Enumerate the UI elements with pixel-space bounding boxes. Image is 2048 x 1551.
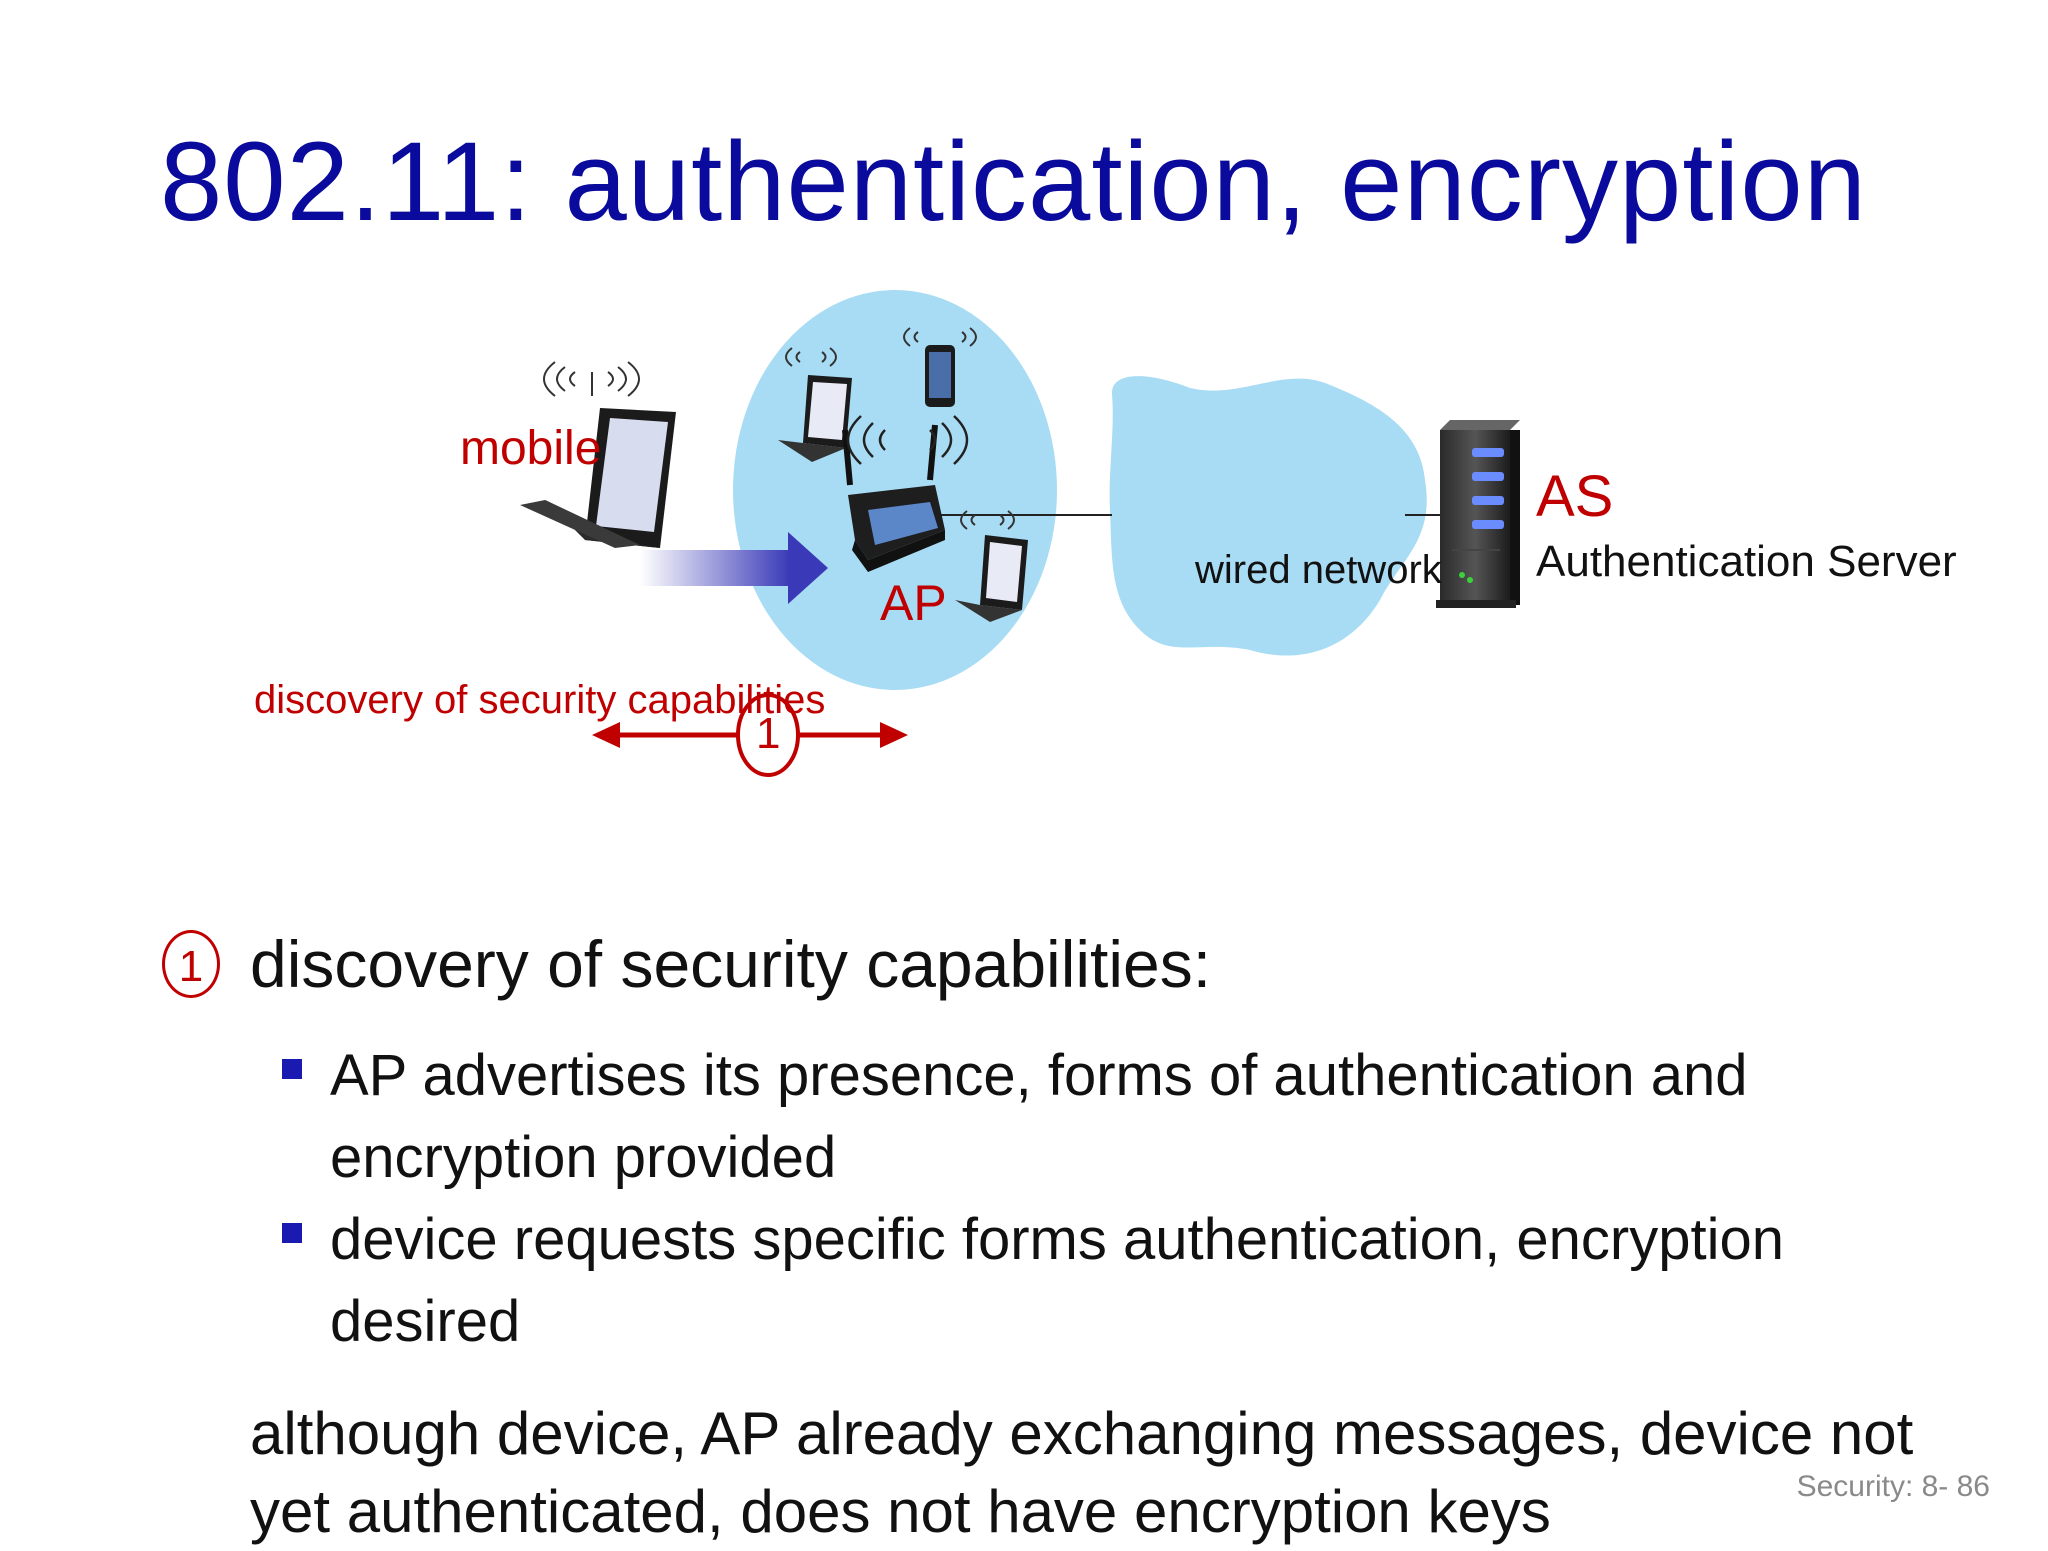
wireless-signal-icon	[960, 510, 1015, 530]
router-ap-icon	[842, 424, 945, 572]
bullet-square-icon	[282, 1223, 302, 1243]
bullet-square-icon	[282, 1059, 302, 1079]
association-arrow	[640, 532, 828, 604]
as-label: AS	[1536, 464, 1614, 529]
smartphone-icon	[925, 345, 955, 407]
laptop-icon	[778, 375, 852, 462]
wireless-signal-icon	[785, 347, 837, 367]
step-number: 1	[756, 709, 781, 758]
discovery-arrow	[592, 693, 908, 777]
laptop-icon	[955, 535, 1028, 622]
bullet-text: device requests specific forms authentic…	[330, 1207, 1784, 1354]
bullet-item: device requests specific forms authentic…	[280, 1199, 1980, 1363]
wireless-signal-icon	[903, 327, 977, 347]
mobile-laptop-icon	[520, 408, 676, 548]
bullet-list: AP advertises its presence, forms of aut…	[280, 1035, 1980, 1363]
section-heading: discovery of security capabilities:	[250, 927, 1212, 1001]
server-icon	[1436, 420, 1520, 608]
mobile-label: mobile	[460, 422, 602, 475]
wireless-signal-icon	[543, 361, 640, 397]
slide-title: 802.11: authentication, encryption	[160, 119, 1867, 244]
authentication-server-label: Authentication Server	[1536, 537, 1957, 586]
discovery-label: discovery of security capabilities	[254, 678, 826, 722]
bullet-item: AP advertises its presence, forms of aut…	[280, 1035, 1980, 1199]
note-text: although device, AP already exchanging m…	[250, 1400, 1914, 1545]
step-circle	[736, 693, 800, 777]
wireless-signal-icon	[846, 415, 969, 465]
wired-network-cloud	[1109, 376, 1427, 656]
bullet-text: AP advertises its presence, forms of aut…	[330, 1043, 1748, 1190]
wired-network-label: wired network	[1195, 548, 1442, 592]
ap-label: AP	[880, 575, 947, 631]
slide-footer: Security: 8- 86	[1796, 1470, 1990, 1503]
step-badge: 1	[162, 930, 220, 998]
